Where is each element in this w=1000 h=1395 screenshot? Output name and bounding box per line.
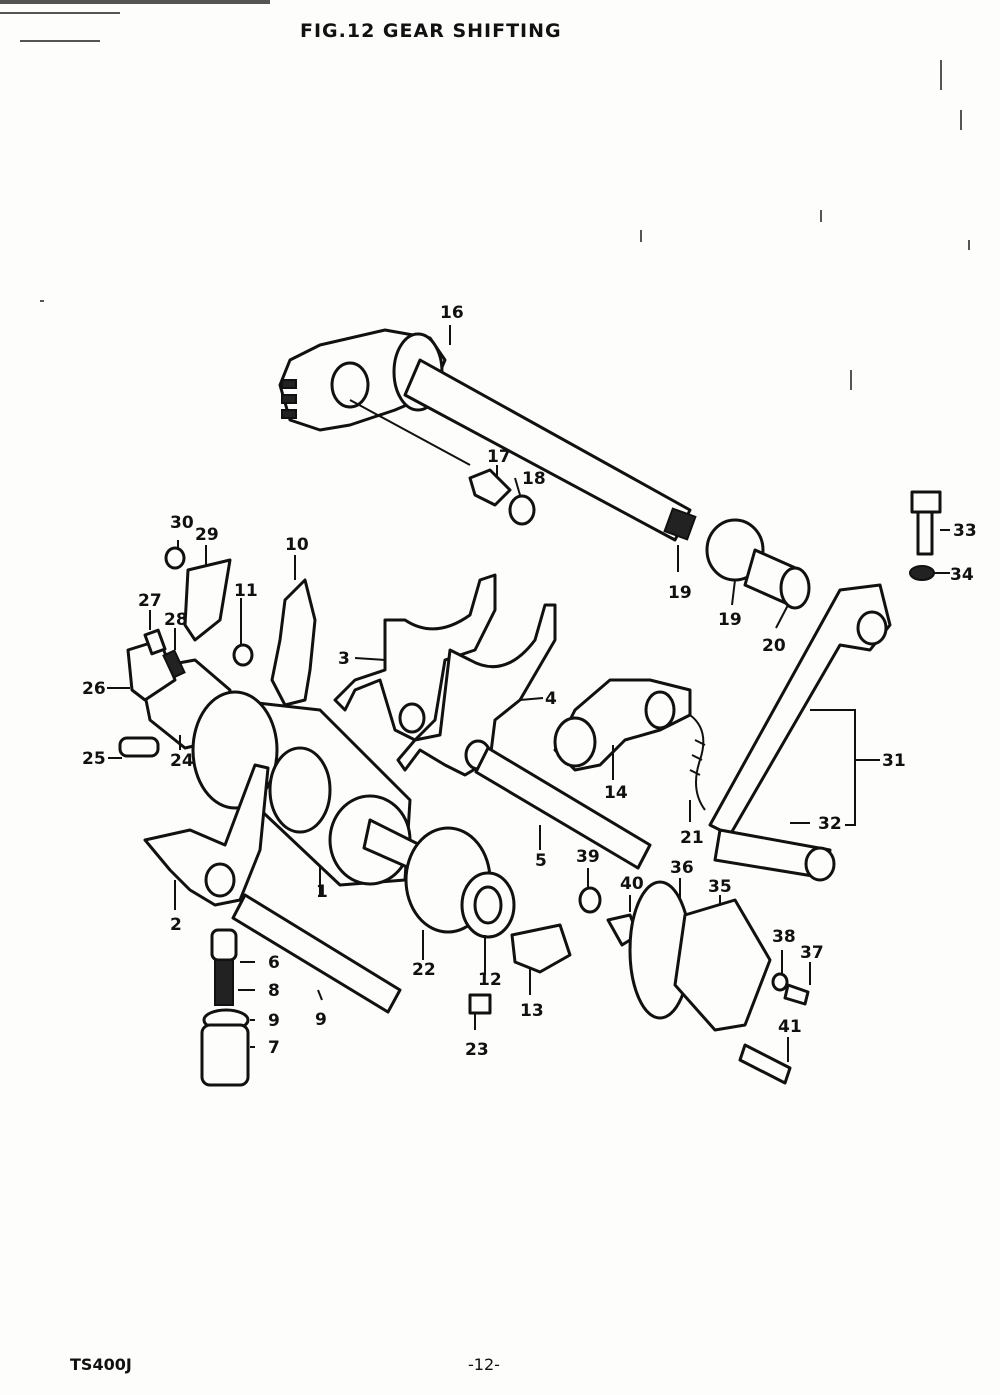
callout-1: 1 [316, 882, 328, 902]
part-spring-28 [162, 649, 186, 679]
callout-16: 16 [440, 303, 464, 323]
part-washer-39 [578, 886, 602, 914]
part-bolt-33-shank [916, 510, 934, 556]
part-shift-arm-14 [553, 678, 692, 772]
part-gear-shift-lever [708, 583, 892, 882]
part-spring-8 [214, 959, 234, 1006]
callout-2: 2 [170, 915, 182, 935]
callout-17: 17 [487, 447, 511, 467]
callout-6: 6 [268, 953, 280, 973]
part-washer-34 [909, 565, 935, 581]
part-screw-23 [468, 993, 492, 1015]
callout-7: 7 [268, 1038, 280, 1058]
callout-33: 33 [953, 521, 977, 541]
callout-31: 31 [882, 751, 906, 771]
part-cover-35 [673, 898, 772, 1032]
callout-19-seal: 19 [718, 610, 742, 630]
part-stopper-plate-10 [270, 578, 317, 707]
callout-10: 10 [285, 535, 309, 555]
part-sleeve-20-end [779, 566, 811, 610]
part-screw-11 [232, 643, 254, 667]
model-code: TS400J [70, 1355, 132, 1374]
part-washer-38 [771, 972, 789, 992]
callout-35: 35 [708, 877, 732, 897]
callout-39: 39 [576, 847, 600, 867]
part-pin-27 [143, 628, 167, 656]
callout-19-collar: 19 [668, 583, 692, 603]
part-washer-18 [508, 494, 536, 526]
page-number: -12- [468, 1355, 500, 1374]
part-bolt-33-head [910, 490, 942, 514]
part-bearing-13 [510, 923, 572, 974]
callout-28: 28 [164, 610, 188, 630]
callout-25: 25 [82, 749, 106, 769]
callout-37: 37 [800, 943, 824, 963]
figure-title: FIG.12 GEAR SHIFTING [300, 20, 562, 42]
callout-11: 11 [234, 581, 258, 601]
part-shift-fork-3 [333, 573, 497, 742]
part-return-spring-21 [689, 714, 706, 811]
part-gear-shift-cam-1 [191, 690, 422, 887]
callout-3: 3 [338, 649, 350, 669]
scan-noise [0, 0, 970, 390]
part-fork-shaft-9 [231, 893, 402, 1014]
part-shift-fork-2-bore [204, 862, 236, 898]
callout-9-washer: 9 [268, 1011, 280, 1031]
callout-8: 8 [268, 981, 280, 1001]
callout-9-shaft: 9 [315, 1010, 327, 1030]
callout-22: 22 [412, 960, 436, 980]
part-screw-30 [164, 546, 186, 570]
callout-30: 30 [170, 513, 194, 533]
callout-23: 23 [465, 1040, 489, 1060]
part-screw-37 [783, 983, 810, 1006]
part-plate-29 [183, 558, 232, 642]
part-bolt-17 [468, 468, 512, 507]
callout-29: 29 [195, 525, 219, 545]
callout-38: 38 [772, 927, 796, 947]
callout-32: 32 [818, 814, 842, 834]
callout-5: 5 [535, 851, 547, 871]
callout-36: 36 [670, 858, 694, 878]
callout-18: 18 [522, 469, 546, 489]
part-plug-7 [200, 1023, 250, 1087]
part-bolt-41 [738, 1043, 792, 1085]
callout-26: 26 [82, 679, 106, 699]
callout-40: 40 [620, 874, 644, 894]
part-shift-shaft [278, 328, 692, 542]
leader-lines [107, 325, 950, 1062]
callout-20: 20 [762, 636, 786, 656]
part-pin-25 [118, 736, 160, 758]
callout-34: 34 [950, 565, 974, 585]
part-washer-12-hole [473, 885, 503, 925]
part-shift-fork-2 [143, 763, 270, 907]
part-fork-shaft-5 [474, 746, 652, 870]
callout-13: 13 [520, 1001, 544, 1021]
callout-4: 4 [545, 689, 557, 709]
callout-24: 24 [170, 751, 194, 771]
callout-21: 21 [680, 828, 704, 848]
part-plug-6 [210, 928, 238, 962]
part-collar-19a [663, 507, 697, 541]
callout-41: 41 [778, 1017, 802, 1037]
callout-27: 27 [138, 591, 162, 611]
callout-14: 14 [604, 783, 628, 803]
callout-12: 12 [478, 970, 502, 990]
